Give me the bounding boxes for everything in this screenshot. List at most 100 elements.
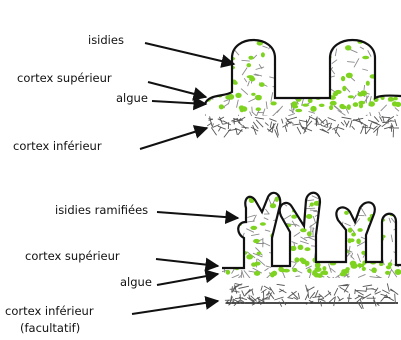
algae-cell [242, 106, 248, 111]
hypha-stroke [392, 206, 398, 209]
lower-hypha-stroke [334, 288, 338, 296]
hypha-stroke [231, 190, 236, 192]
algae-cell [362, 267, 366, 271]
algae-cell [283, 247, 288, 252]
hypha-stroke [317, 48, 322, 56]
lower-hypha-stroke [382, 290, 389, 294]
lower-hypha-stroke [313, 296, 322, 298]
algae-cell [394, 64, 400, 70]
algae-cell [353, 102, 359, 107]
algae-cell [300, 48, 307, 52]
algae-cell [313, 51, 320, 55]
lower-hypha-stroke [287, 117, 297, 120]
algae-cell [224, 229, 229, 234]
lower-hypha-stroke [211, 128, 216, 136]
hypha-stroke [322, 48, 330, 50]
algae-cell [348, 228, 353, 233]
hypha-stroke [321, 69, 327, 76]
hypha-stroke [215, 66, 216, 77]
hypha-stroke [222, 228, 223, 235]
hypha-stroke [326, 44, 332, 46]
hypha-stroke [314, 81, 320, 84]
hypha-stroke [216, 257, 223, 258]
hypha-stroke [295, 79, 298, 83]
algae-cell [315, 262, 321, 267]
algae-cell [379, 52, 386, 57]
hypha-stroke [225, 207, 229, 209]
algae-cell [324, 57, 329, 61]
algae-cell [385, 271, 390, 275]
hypha-stroke [383, 60, 391, 63]
algae-cell [345, 45, 351, 50]
lower-hypha-stroke [329, 297, 335, 302]
hypha-stroke [224, 259, 228, 262]
hypha-stroke [232, 194, 233, 202]
algae-cell [230, 236, 236, 241]
algae-cell [282, 76, 287, 82]
algae-cell [254, 262, 260, 266]
hypha-stroke [219, 49, 227, 51]
hypha-stroke [345, 195, 351, 196]
algae-cell [330, 252, 337, 258]
algae-cell [270, 272, 275, 278]
hypha-stroke [302, 40, 307, 46]
top-lower-cortex-hyphae [207, 116, 399, 138]
lower-hypha-stroke [338, 296, 341, 301]
hypha-stroke [397, 36, 401, 39]
algae-cell [329, 105, 333, 110]
hypha-stroke [312, 62, 320, 66]
algae-cell [203, 79, 209, 84]
algae-cell [278, 267, 284, 272]
algae-cell [305, 261, 310, 266]
hypha-stroke [297, 71, 299, 76]
label-isidies-ramifiees: isidies ramifiées [55, 203, 148, 217]
hypha-stroke [301, 81, 307, 83]
label-isidies: isidies [88, 33, 124, 47]
algae-cell [305, 53, 309, 59]
hypha-stroke [218, 218, 222, 224]
lower-hypha-stroke [270, 287, 275, 294]
lower-hypha-stroke [325, 292, 331, 297]
algae-cell [255, 95, 262, 99]
algae-cell [235, 204, 241, 208]
hypha-stroke [277, 236, 283, 237]
label-cortex-inferieur-top: cortex inférieur [13, 139, 102, 153]
algae-cell [270, 203, 276, 208]
hypha-stroke [273, 260, 280, 265]
algae-cell [248, 56, 253, 60]
algae-cell [348, 95, 354, 98]
hypha-stroke [205, 81, 210, 88]
lower-hypha-stroke [306, 285, 308, 292]
hypha-stroke [234, 245, 240, 253]
hypha-stroke [222, 72, 226, 75]
arrow-algue-bottom [157, 274, 218, 285]
lower-hypha-stroke [292, 124, 300, 125]
algae-cell [350, 238, 355, 242]
arrow-cortex-inferieur-top [140, 128, 207, 149]
algae-cell [284, 77, 289, 81]
lower-hypha-stroke [305, 294, 308, 300]
hypha-stroke [327, 43, 329, 48]
lower-hypha-stroke [374, 116, 379, 122]
lower-hypha-stroke [298, 293, 299, 299]
hypha-stroke [291, 56, 296, 60]
algae-cell [384, 204, 389, 209]
algae-cell [204, 63, 210, 66]
lower-hypha-stroke [391, 125, 392, 132]
hypha-stroke [228, 36, 238, 41]
hypha-stroke [379, 217, 380, 222]
algae-cell [261, 52, 265, 57]
hypha-stroke [221, 243, 223, 249]
algae-cell [341, 76, 345, 81]
hypha-stroke [374, 251, 380, 256]
algae-cell [351, 233, 356, 237]
algae-cell [307, 231, 312, 236]
hypha-stroke [223, 72, 229, 73]
algae-cell [333, 92, 339, 96]
algae-cell [270, 101, 276, 105]
lower-hypha-stroke [269, 119, 276, 122]
algae-cell [291, 101, 297, 107]
algae-cell [356, 239, 361, 245]
algae-cell [371, 267, 377, 273]
algae-cell [220, 262, 227, 266]
